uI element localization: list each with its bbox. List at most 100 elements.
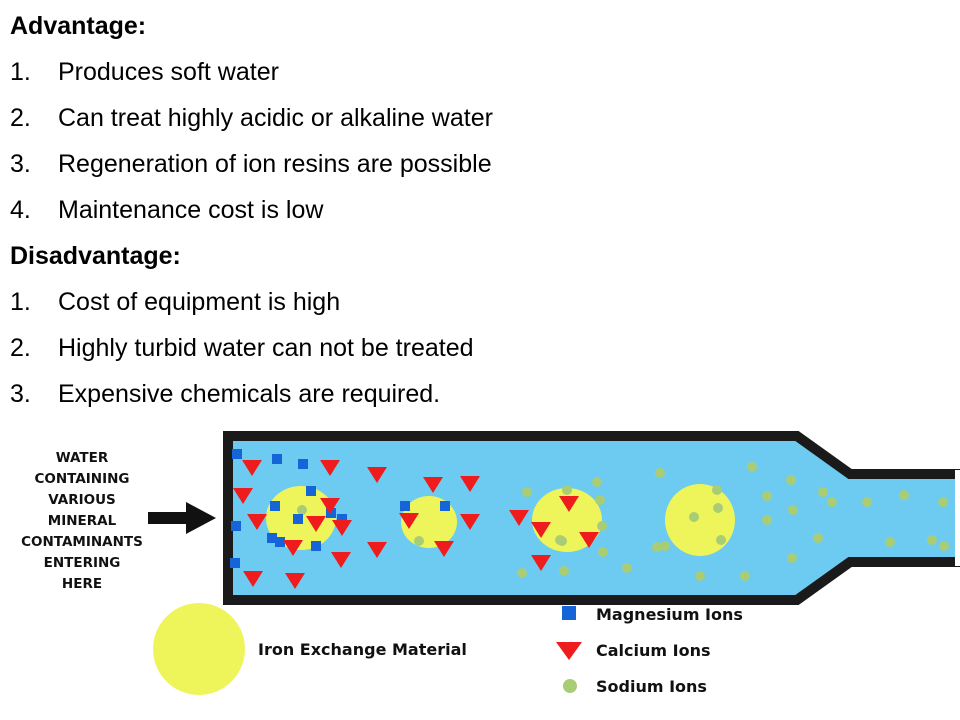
sodium-ion: [818, 487, 828, 497]
inlet-label-line: WATER: [56, 450, 109, 466]
legend: Iron Exchange Material Magnesium Ions Ca…: [153, 603, 743, 696]
item-number: 3.: [10, 150, 31, 178]
sodium-ion: [787, 553, 797, 563]
pipe-outlet-edge: [955, 470, 960, 566]
item-number: 4.: [10, 196, 31, 224]
calcium-ion: [531, 555, 551, 571]
calcium-ion: [579, 532, 599, 548]
sodium-ion: [939, 541, 949, 551]
item-text: Expensive chemicals are required.: [58, 380, 441, 408]
text-content: Advantage: 1. Produces soft water 2. Can…: [10, 8, 950, 422]
disadvantage-heading: Disadvantage:: [10, 242, 181, 270]
sodium-ion: [598, 547, 608, 557]
sodium-ion: [689, 512, 699, 522]
calcium-ion: [367, 467, 387, 483]
sodium-ion: [862, 497, 872, 507]
sodium-ion: [622, 563, 632, 573]
legend-calcium-swatch: [556, 642, 582, 660]
item-text: Produces soft water: [58, 58, 279, 86]
sodium-ion: [938, 497, 948, 507]
sodium-ion: [595, 495, 605, 505]
legend-sodium-swatch: [563, 679, 577, 693]
calcium-ion: [285, 573, 305, 589]
legend-magnesium-swatch: [562, 606, 576, 620]
legend-resin-swatch: [153, 603, 245, 695]
sodium-ion: [712, 485, 722, 495]
sodium-ion: [559, 566, 569, 576]
legend-sodium-label: Sodium Ions: [596, 677, 707, 696]
sodium-ion: [562, 485, 572, 495]
magnesium-ion: [440, 501, 450, 511]
magnesium-ion: [337, 514, 347, 524]
disadvantage-item: 1. Cost of equipment is high: [10, 284, 950, 330]
sodium-ion: [660, 541, 670, 551]
sodium-ion: [597, 521, 607, 531]
advantage-item: 3. Regeneration of ion resins are possib…: [10, 146, 950, 192]
calcium-ion: [242, 460, 262, 476]
magnesium-ion: [272, 454, 282, 464]
sodium-ion: [813, 533, 823, 543]
calcium-ion: [306, 516, 326, 532]
sodium-ion: [297, 505, 307, 515]
advantage-item: 2. Can treat highly acidic or alkaline w…: [10, 100, 950, 146]
sodium-ion: [517, 568, 527, 578]
legend-magnesium-label: Magnesium Ions: [596, 605, 743, 624]
item-text: Maintenance cost is low: [58, 196, 324, 224]
disadvantage-item: 2. Highly turbid water can not be treate…: [10, 330, 950, 376]
calcium-ion: [531, 522, 551, 538]
sodium-ion: [592, 477, 602, 487]
magnesium-ion: [275, 537, 285, 547]
calcium-ion: [460, 514, 480, 530]
calcium-ion: [434, 541, 454, 557]
magnesium-ion: [298, 459, 308, 469]
item-text: Highly turbid water can not be treated: [58, 334, 474, 362]
sodium-ion: [899, 490, 909, 500]
calcium-ion: [331, 552, 351, 568]
sodium-ion: [740, 571, 750, 581]
advantage-item: 1. Produces soft water: [10, 54, 950, 100]
magnesium-ion: [232, 449, 242, 459]
magnesium-ion: [311, 541, 321, 551]
calcium-ion: [460, 476, 480, 492]
advantage-item: 4. Maintenance cost is low: [10, 192, 950, 238]
legend-calcium-label: Calcium Ions: [596, 641, 710, 660]
magnesium-ion: [270, 501, 280, 511]
inlet-label: WATER CONTAINING VARIOUS MINERAL CONTAMI…: [21, 450, 143, 592]
inlet-label-line: CONTAMINANTS: [21, 534, 143, 550]
resin-bead: [665, 484, 735, 556]
item-number: 2.: [10, 334, 31, 362]
item-number: 1.: [10, 58, 31, 86]
item-number: 2.: [10, 104, 31, 132]
calcium-ion: [247, 514, 267, 530]
calcium-ion: [233, 488, 253, 504]
calcium-ion: [423, 477, 443, 493]
calcium-ion: [399, 513, 419, 529]
disadvantage-item: 3. Expensive chemicals are required.: [10, 376, 950, 422]
magnesium-ion: [293, 514, 303, 524]
sodium-ion: [827, 497, 837, 507]
sodium-ion: [786, 475, 796, 485]
sodium-ion: [414, 536, 424, 546]
inlet-label-line: ENTERING: [44, 555, 121, 571]
inlet-label-line: CONTAINING: [34, 471, 129, 487]
inlet-label-line: MINERAL: [48, 513, 117, 529]
magnesium-ion: [267, 533, 277, 543]
magnesium-ion: [230, 558, 240, 568]
sodium-ion: [522, 487, 532, 497]
ion-exchange-diagram: WATER CONTAINING VARIOUS MINERAL CONTAMI…: [21, 431, 960, 696]
sodium-ion: [557, 536, 567, 546]
calcium-ion: [332, 520, 352, 536]
item-text: Regeneration of ion resins are possible: [58, 150, 492, 178]
sodium-ion: [747, 462, 757, 472]
item-number: 1.: [10, 288, 31, 316]
sodium-ion: [713, 503, 723, 513]
sodium-ion: [885, 537, 895, 547]
magnesium-ion: [306, 486, 316, 496]
advantage-heading: Advantage:: [10, 12, 147, 40]
sodium-ion: [788, 505, 798, 515]
magnesium-ion: [326, 508, 336, 518]
flow-arrow-icon: [148, 502, 216, 534]
legend-resin-label: Iron Exchange Material: [258, 640, 467, 659]
sodium-ion: [762, 491, 772, 501]
sodium-ion: [927, 535, 937, 545]
